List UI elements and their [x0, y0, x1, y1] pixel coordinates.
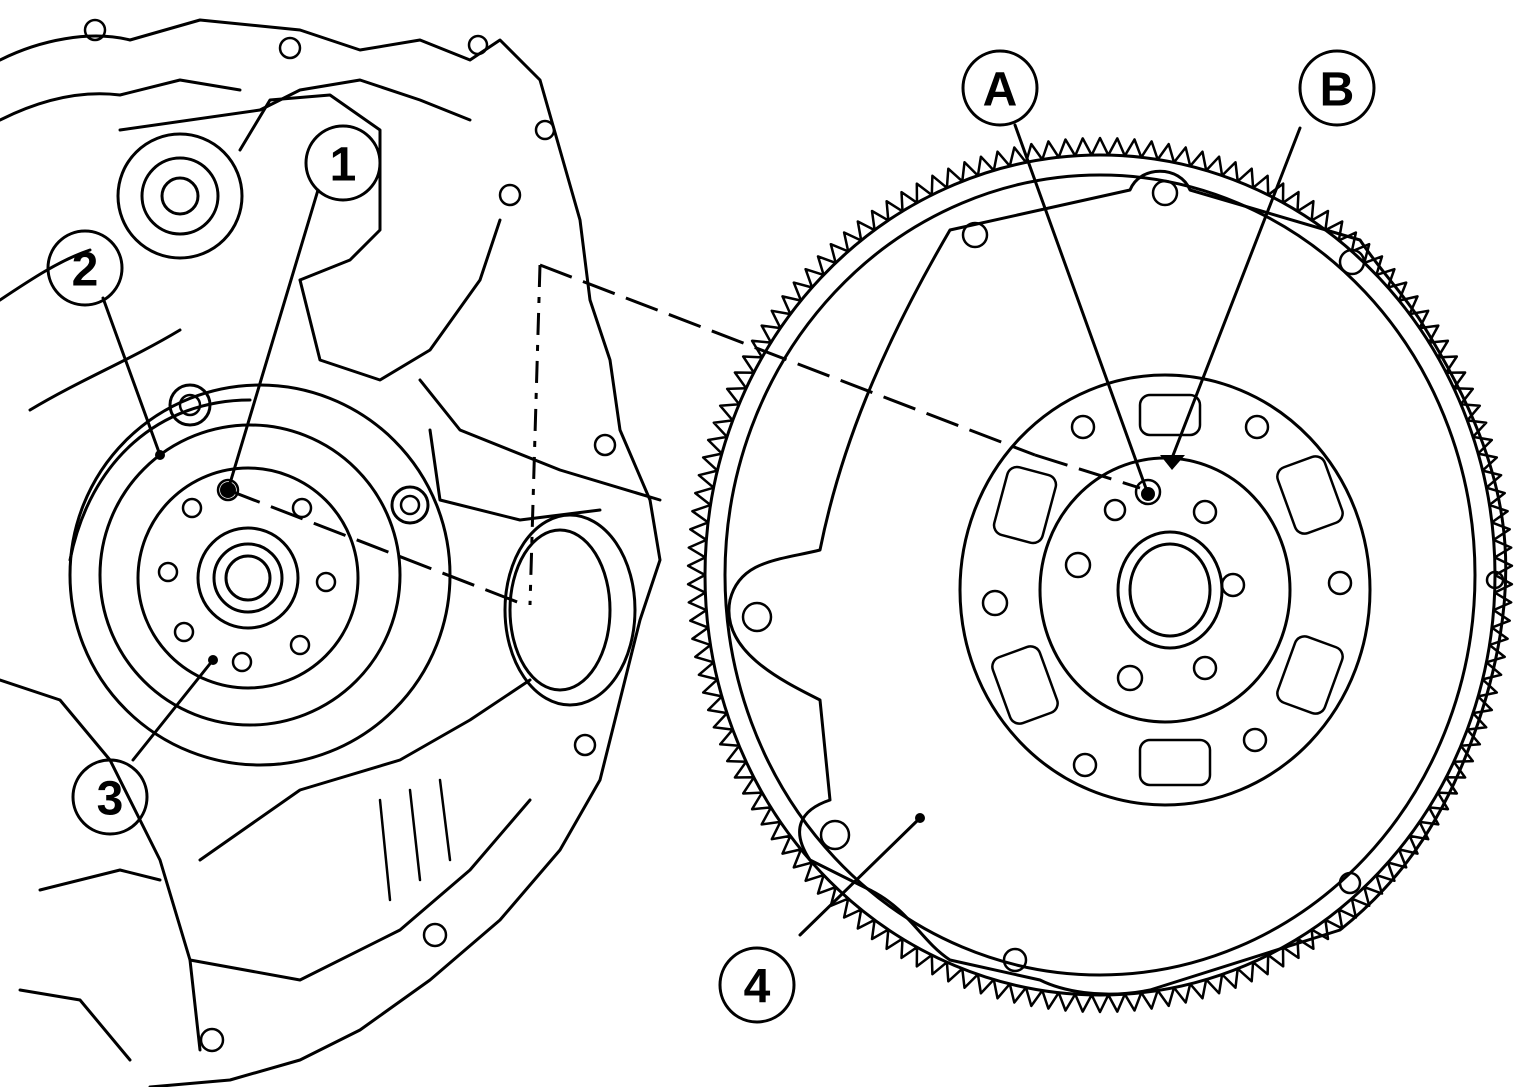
callout-2-label: 2: [72, 244, 99, 297]
leader-lines: [101, 123, 1302, 937]
ring-gear-teeth-outline: [686, 136, 1514, 1014]
callout-3-label: 3: [97, 773, 124, 826]
callout-4-label: 4: [744, 961, 771, 1014]
callout-1-label: 1: [330, 139, 357, 192]
ring-gear-teeth: [686, 136, 1514, 1014]
callout-1: 1: [304, 124, 382, 202]
callout-4: 4: [718, 946, 796, 1024]
alignment-lines: [227, 263, 1141, 607]
crankshaft-flange: [136, 466, 360, 690]
callout-2: 2: [46, 229, 124, 307]
callout-a: A: [961, 49, 1039, 127]
callout-b-label: B: [1320, 64, 1355, 117]
flywheel: [686, 136, 1514, 1014]
engine-block: [0, 18, 662, 1087]
callout-b: B: [1298, 49, 1376, 127]
callout-3: 3: [71, 758, 149, 836]
flywheel-notch-marker: [1160, 455, 1185, 470]
callout-a-label: A: [983, 64, 1018, 117]
